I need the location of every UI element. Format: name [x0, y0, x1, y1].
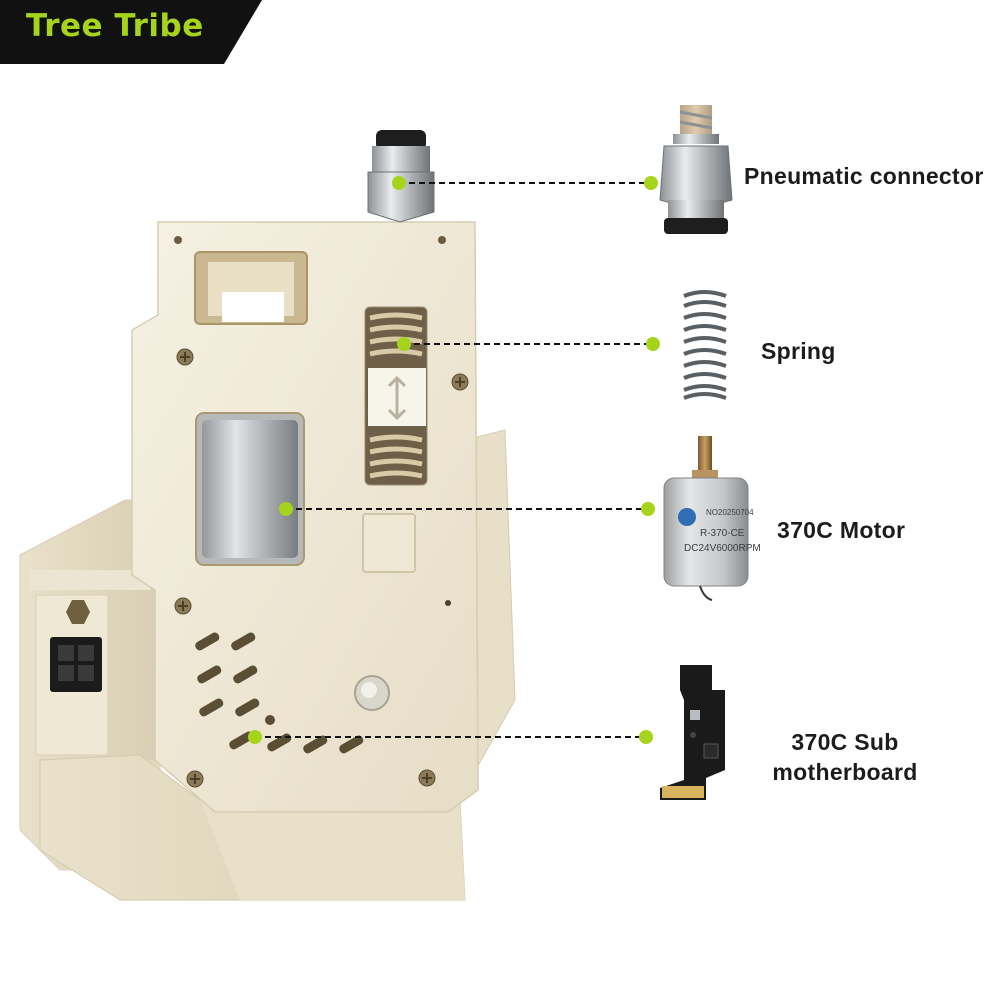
spring-part: [683, 290, 727, 400]
housing-base: [39, 754, 466, 901]
brand-tag: [0, 0, 262, 64]
label-motor: 370C Motor: [777, 517, 906, 543]
callout-leaders: [255, 182, 653, 738]
label-sub-motherboard-line2: motherboard: [772, 759, 918, 785]
main-housing: [131, 221, 479, 813]
label-sub-motherboard-line1: 370C Sub: [791, 729, 899, 755]
callout-dots: [248, 176, 660, 744]
motor-print-line2: R-370-CE: [700, 528, 745, 539]
motor-part: NO20250704 R-370-CE DC24V6000RPM: [663, 436, 761, 601]
pneumatic-connector-part: [659, 105, 733, 234]
brand-name: Tree Tribe: [26, 8, 204, 44]
label-pneumatic-connector: Pneumatic connector: [744, 163, 984, 189]
motor-print-line1: NO20250704: [706, 508, 754, 517]
motor-print-line3: DC24V6000RPM: [684, 543, 761, 554]
label-spring: Spring: [761, 338, 836, 364]
sub-motherboard-part: [660, 665, 725, 800]
pneumatic-connector-mounted: [367, 130, 435, 223]
